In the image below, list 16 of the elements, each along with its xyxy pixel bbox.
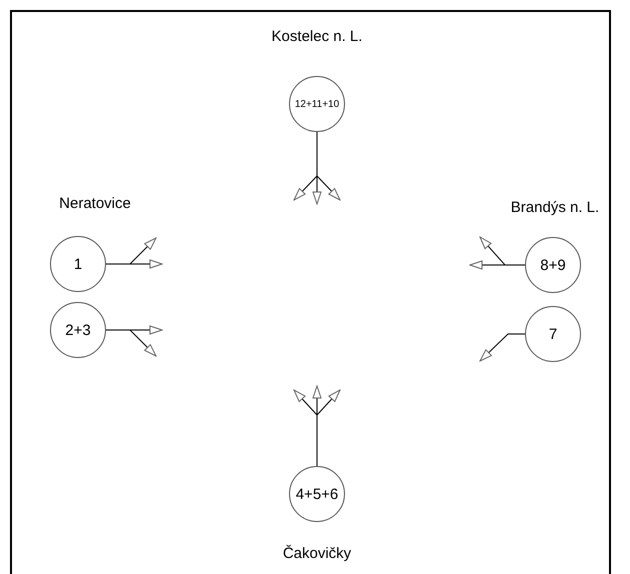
place-name: Brandýs n. L.: [510, 199, 600, 216]
arrow: [316, 390, 340, 466]
place-name: Neratovice: [59, 195, 131, 212]
arrow: [470, 260, 526, 270]
approach-circle: 7: [525, 306, 581, 362]
arrow: [106, 260, 162, 268]
approach-circle: 12+11+10: [289, 76, 345, 132]
approach-circle: 8+9: [525, 237, 581, 293]
approach-circle: 2+3: [50, 302, 106, 358]
arrow: [480, 334, 526, 362]
place-name: Kostelec n. L.: [272, 28, 362, 45]
arrow: [316, 132, 340, 200]
arrow: [106, 330, 156, 356]
place-name: Čakovičky: [282, 545, 352, 562]
approach-circle: 4+5+6: [289, 466, 345, 522]
approach-circle: 1: [50, 236, 106, 292]
